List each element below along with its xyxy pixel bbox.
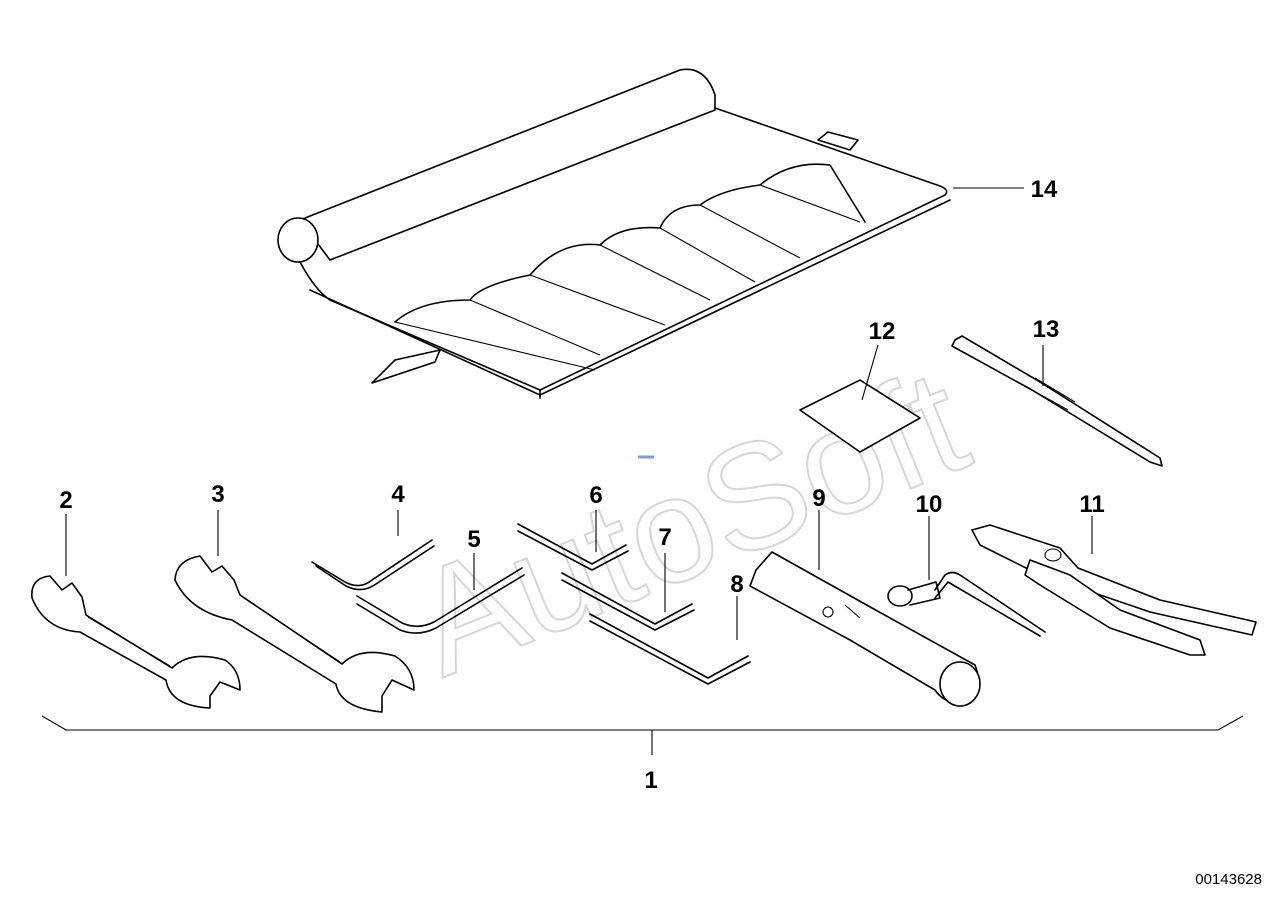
- hex-key-7: [561, 572, 693, 625]
- group-bracket: [41, 715, 1244, 731]
- pliers: [971, 524, 1257, 656]
- callout-3: 3: [211, 481, 224, 508]
- hex-key-4: [311, 539, 433, 587]
- callout-14: 14: [1031, 176, 1058, 203]
- leader-lines: [65, 187, 1093, 640]
- hex-key-5: [356, 567, 523, 628]
- document-number: 00143628: [1195, 871, 1262, 888]
- callout-11: 11: [1079, 491, 1104, 518]
- callout-13: 13: [1033, 316, 1060, 343]
- callout-8: 8: [730, 571, 743, 598]
- callout-6: 6: [589, 482, 602, 509]
- box-spanner: [749, 551, 981, 707]
- instruction-sheet: [799, 379, 921, 453]
- callout-1: 1: [644, 767, 657, 794]
- wrench-small: [31, 575, 241, 709]
- callout-10: 10: [916, 491, 943, 518]
- callout-7: 7: [658, 524, 671, 551]
- wrench-large: [174, 555, 415, 713]
- hex-key-8: [589, 613, 749, 679]
- hex-key-6: [517, 523, 627, 565]
- callout-12: 12: [869, 318, 896, 345]
- screwdriver: [951, 335, 1163, 467]
- callout-4: 4: [391, 481, 405, 508]
- socket-wrench: [887, 571, 1046, 637]
- callout-2: 2: [59, 487, 72, 514]
- tool-roll: [277, 68, 951, 399]
- callout-9: 9: [812, 485, 825, 512]
- callout-5: 5: [467, 526, 480, 553]
